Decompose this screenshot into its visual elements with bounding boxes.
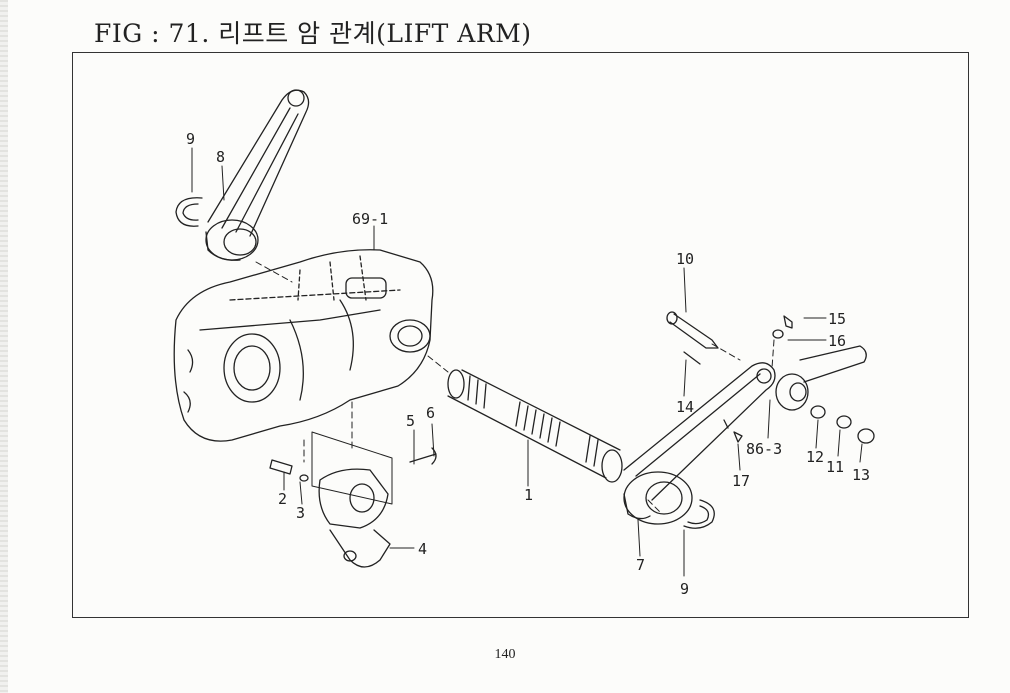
snap-ring-upper [175,197,203,227]
callout-9-lower: 9 [680,580,689,598]
callout-12: 12 [806,448,824,466]
callout-86-3: 86-3 [746,440,782,458]
transmission-case [173,249,434,442]
scan-edge [0,0,8,693]
lift-arm-upper [205,89,310,261]
callout-2: 2 [278,490,287,508]
lift-cam [318,468,391,568]
lift-rod-end [775,345,867,411]
lift-shaft [447,369,623,483]
diagram-frame [72,52,969,618]
callout-13: 13 [852,466,870,484]
lift-arm-lower [623,362,776,525]
leader-lines [255,261,775,513]
callout-5: 5 [406,412,415,430]
callout-9-upper: 9 [186,130,195,148]
callout-11: 11 [826,458,844,476]
callout-8: 8 [216,148,225,166]
callout-1: 1 [524,486,533,504]
callout-3: 3 [296,504,305,522]
pin [666,311,719,349]
callout-17: 17 [732,472,750,490]
callout-7: 7 [636,556,645,574]
callout-16: 16 [828,332,846,350]
callout-4: 4 [418,540,427,558]
callout-lines [191,147,863,577]
nut-13 [857,428,875,444]
callout-10: 10 [676,250,694,268]
snap-ring-lower [683,499,715,529]
callout-14: 14 [676,398,694,416]
bolt-washer [772,315,793,339]
washer-12 [810,405,826,419]
snap-ring-11 [836,415,852,429]
grease-nipple [733,431,743,443]
page-number: 140 [494,647,516,662]
callout-6: 6 [426,404,435,422]
adjust-bolt [269,459,309,482]
cotter-pin [683,351,701,365]
callout-15: 15 [828,310,846,328]
callout-69-1: 69-1 [352,210,388,228]
figure-title: FIG : 71. 리프트 암 관계(LIFT ARM) [94,19,532,48]
